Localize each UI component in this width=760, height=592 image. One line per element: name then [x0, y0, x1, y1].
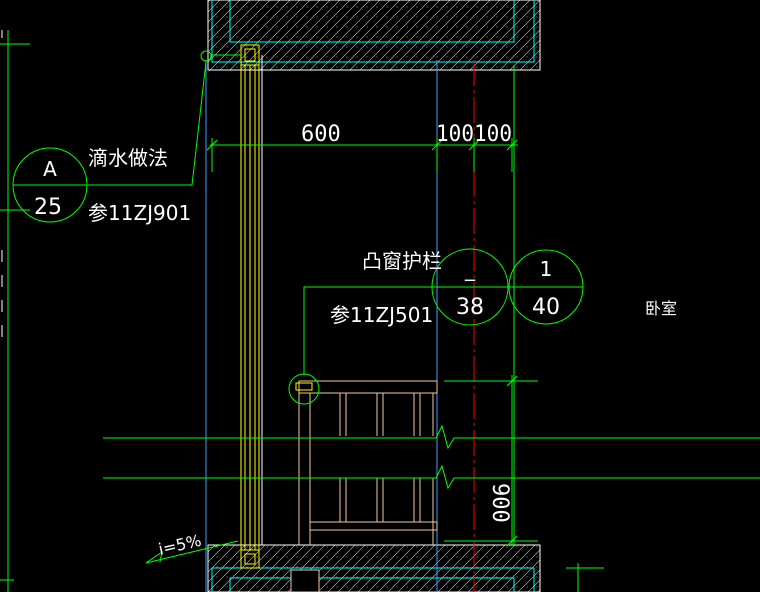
- callout-a-top: A: [43, 157, 57, 181]
- slope-arrow: [145, 540, 239, 564]
- bottom-wall-slab: [207, 544, 541, 592]
- railing-title: 凸窗护栏: [362, 249, 442, 273]
- callout-a-25: A 25: [12, 147, 88, 223]
- callout-1-40: 1 40: [508, 249, 584, 325]
- callout-38-bottom: 38: [456, 295, 484, 320]
- dimension-100100-label: 100100: [436, 122, 512, 147]
- callout-38-top: _: [464, 257, 476, 281]
- railing: [298, 380, 438, 545]
- drip-title: 滴水做法: [88, 146, 168, 170]
- railing-leader: [288, 286, 432, 405]
- break-lines: [103, 424, 760, 490]
- dimension-600-label: 600: [301, 122, 341, 147]
- railing-leader-marker: [295, 382, 313, 391]
- callout-1-bottom: 40: [532, 295, 560, 320]
- bottom-right-mark: [566, 563, 604, 592]
- drip-leader: [88, 50, 241, 186]
- left-edge-marks: [0, 30, 30, 592]
- callout-a-bottom: 25: [34, 195, 62, 220]
- dimension-900-label: 900: [487, 483, 512, 523]
- top-dimension: [206, 138, 518, 172]
- callout-38: _ 38: [431, 248, 546, 326]
- callout-1-top: 1: [540, 257, 553, 281]
- room-label: 卧室: [645, 299, 677, 318]
- dimension-900: [444, 375, 538, 547]
- drip-reference: 参11ZJ901: [88, 201, 191, 225]
- railing-reference: 参11ZJ501: [330, 303, 433, 327]
- top-wall-slab: [207, 0, 541, 71]
- window-frame: [240, 44, 260, 569]
